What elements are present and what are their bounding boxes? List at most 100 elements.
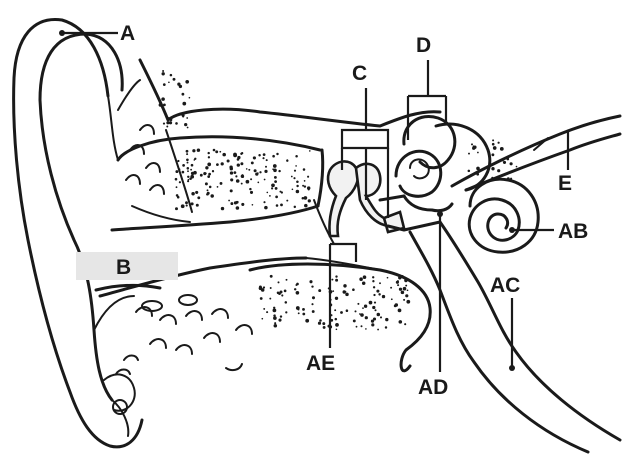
stipple-dot [331,279,333,281]
stipple-dot [403,299,405,301]
stipple-dot [251,161,254,164]
stipple-dot [322,322,325,325]
stipple-dot [373,286,375,288]
stipple-dot [385,318,388,321]
stipple-dot [406,300,410,304]
stipple-dot [378,293,380,295]
stipple-dot [241,175,244,178]
stipple-dot [276,153,278,155]
stipple-dot [281,294,283,296]
stipple-dot [230,202,233,205]
stipple-dot [259,171,261,173]
stipple-dot [246,168,248,170]
stipple-dot [209,186,212,189]
stipple-dot [187,176,189,178]
stipple-dot [293,177,295,179]
stipple-dot [279,290,282,293]
stipple-dot [253,156,256,159]
stipple-dot [311,303,313,305]
stipple-dot [296,283,299,286]
stipple-dot [257,182,259,184]
stipple-dot [373,317,376,320]
stipple-dot [188,179,190,181]
stipple-dot [304,196,308,200]
stipple-dot [186,158,189,161]
stipple-dot [186,117,188,119]
stipple-dot [280,204,283,207]
stipple-dot [241,203,244,206]
stipple-dot [207,175,210,178]
stipple-dot [336,328,338,330]
stipple-dot [365,328,367,330]
stipple-dot [175,170,178,173]
stipple-dot [236,179,240,183]
stipple-dot [311,285,313,287]
stipple-dot [182,93,185,96]
stipple-dot [304,204,308,208]
stipple-dot [175,178,178,181]
stipple-dot [498,142,500,144]
stipple-dot [275,196,278,199]
stipple-dot [401,291,405,295]
stipple-dot [273,316,277,320]
stipple-dot [236,206,240,210]
stipple-dot [294,206,296,208]
stipple-dot [303,168,306,171]
stipple-dot [372,306,375,309]
stipple-dot [234,171,237,174]
stipple-dot [271,183,275,187]
stipple-dot [296,190,300,194]
stipple-dot [407,289,409,291]
stipple-dot [397,284,399,286]
stipple-dot [296,291,300,295]
stipple-dot [364,305,367,308]
stipple-dot [228,200,230,202]
stipple-dot [266,311,268,313]
stipple-dot [286,160,288,162]
stipple-dot [264,170,267,173]
stipple-dot [399,320,403,324]
label-ab: AB [558,220,588,243]
stipple-dot [181,114,183,116]
stipple-dot [279,191,281,193]
stipple-dot [221,207,224,210]
stipple-dot [249,188,251,190]
stipple-dot [264,179,266,181]
stipple-dot [471,143,473,145]
stipple-dot [182,116,184,118]
stipple-dot [296,306,300,310]
stipple-dot [186,205,188,207]
stipple-dot [176,186,178,188]
label-d: D [416,34,431,57]
stipple-dot [335,323,339,327]
stipple-dot [191,164,194,167]
stipple-dot [377,329,379,331]
stipple-dot [181,204,185,208]
stipple-dot [248,169,250,171]
stipple-dot [286,279,288,281]
stipple-dot [179,181,181,183]
stipple-dot [254,169,257,172]
stipple-dot [516,166,518,168]
stipple-dot [246,180,250,184]
stipple-dot [492,143,495,146]
stipple-dot [187,170,189,172]
stipple-dot [353,319,356,322]
stipple-dot [162,70,164,72]
stipple-dot [312,310,315,313]
stipple-dot [273,164,277,168]
stipple-dot [491,153,494,156]
stipple-dot [270,287,272,289]
stipple-dot [302,185,304,187]
label-b: B [116,256,131,279]
stipple-dot [230,167,233,170]
stipple-dot [261,318,263,320]
stipple-dot [207,192,210,195]
stipple-dot [275,187,278,190]
stipple-dot [356,326,358,328]
stipple-dot [473,146,476,149]
stipple-dot [271,187,273,189]
stipple-dot [186,150,189,153]
stipple-dot [318,289,321,292]
stipple-dot [492,139,494,141]
